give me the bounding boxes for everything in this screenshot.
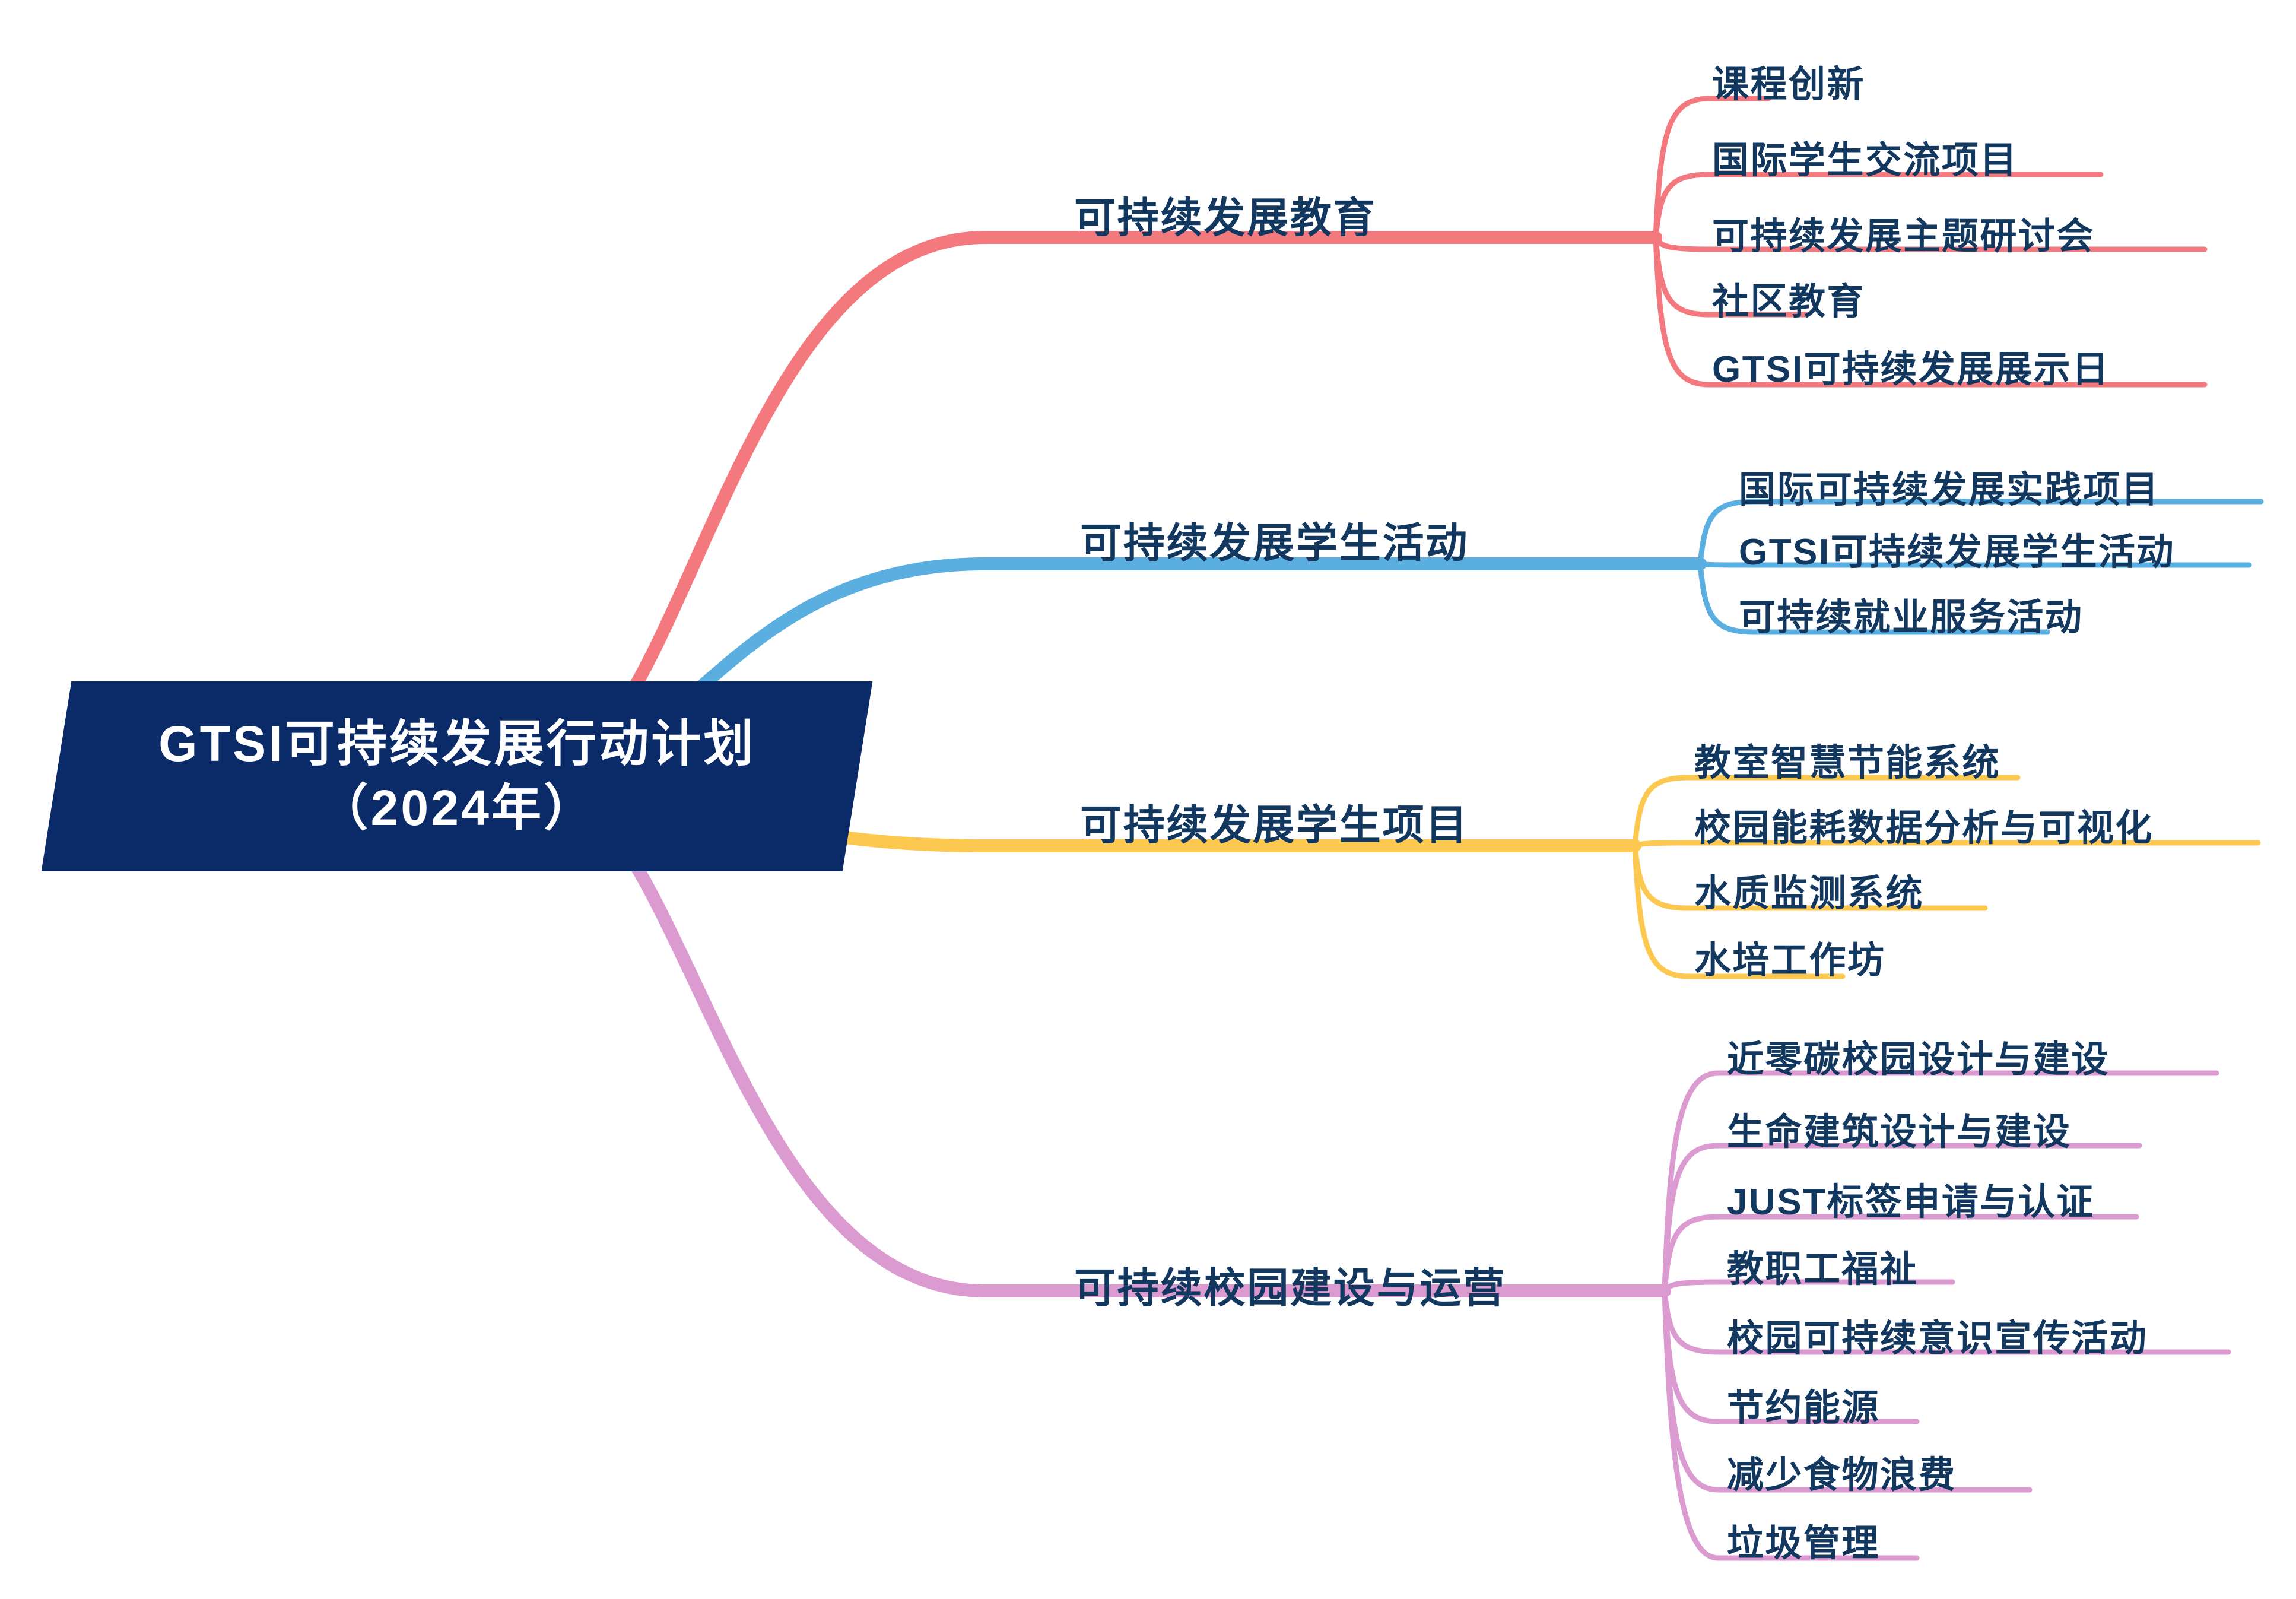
leaf-connector [1653, 96, 1771, 240]
leaf-node[interactable]: GTSI可持续发展展示日 [1712, 351, 2110, 388]
leaf-node[interactable]: 校园能耗数据分析与可视化 [1694, 810, 2154, 847]
leaf-connector [1697, 499, 2264, 567]
leaf-connector [1632, 775, 2021, 849]
leaf-node-label: 课程创新 [1712, 64, 1865, 105]
leaf-node[interactable]: 课程创新 [1712, 66, 1865, 103]
leaf-connector [1662, 1279, 1955, 1294]
leaf-node[interactable]: 水质监测系统 [1694, 875, 1924, 912]
leaf-node-label: GTSI可持续发展展示日 [1712, 349, 2110, 390]
leaf-node-label: 校园可持续意识宣传活动 [1727, 1318, 2148, 1359]
leaf-node[interactable]: 减少食物浪费 [1727, 1457, 1957, 1494]
leaf-node-label: 教职工福祉 [1727, 1249, 1919, 1290]
leaf-node[interactable]: 校园可持续意识宣传活动 [1727, 1321, 2148, 1357]
leaf-node[interactable]: 生命建筑设计与建设 [1727, 1114, 2071, 1151]
root-node[interactable]: GTSI可持续发展行动计划 （2024年） [41, 681, 873, 871]
leaf-node[interactable]: 教室智慧节能系统 [1694, 745, 2000, 782]
branch-node-label: 可持续发展学生项目 [1080, 802, 1469, 848]
leaf-node-label: 可持续就业服务活动 [1739, 597, 2084, 638]
leaf-node-label: 教室智慧节能系统 [1694, 743, 2000, 783]
leaf-node-label: 社区教育 [1712, 281, 1865, 322]
leaf-node-label: 近零碳校园设计与建设 [1727, 1039, 2110, 1080]
leaf-node[interactable]: 近零碳校园设计与建设 [1727, 1042, 2110, 1078]
branch-node-4[interactable]: 可持续校园建设与运营 [1074, 1267, 1506, 1309]
leaf-node-label: 可持续发展主题研讨会 [1712, 216, 2095, 257]
branch-node-3[interactable]: 可持续发展学生项目 [1080, 804, 1469, 846]
branch-node-1[interactable]: 可持续发展教育 [1074, 197, 1377, 239]
leaf-node[interactable]: 水培工作坊 [1694, 943, 1885, 979]
leaf-node-label: 国际可持续发展实践项目 [1739, 469, 2160, 510]
leaf-connector [1653, 234, 2208, 388]
leaf-connector [1662, 1143, 2142, 1294]
root-node-line2: （2024年） [317, 780, 596, 836]
leaf-node[interactable]: 国际可持续发展实践项目 [1739, 472, 2160, 509]
leaf-connector [1632, 843, 1846, 979]
leaf-node[interactable]: 教职工福祉 [1727, 1251, 1918, 1288]
leaf-node-label: 校园能耗数据分析与可视化 [1694, 808, 2154, 849]
leaf-node-label: GTSI可持续发展学生活动 [1739, 532, 2175, 573]
leaf-node[interactable]: 垃圾管理 [1727, 1525, 1880, 1562]
leaf-node-label: JUST标签申请与认证 [1727, 1182, 2095, 1223]
leaf-connector [1662, 1288, 1920, 1561]
leaf-node-label: 国际学生交流项目 [1712, 140, 2018, 181]
root-node-line1: GTSI可持续发展行动计划 [158, 716, 756, 772]
leaf-node-label: 节约能源 [1727, 1388, 1880, 1429]
leaf-connector [1697, 561, 2050, 635]
branch-node-label: 可持续校园建设与运营 [1074, 1265, 1506, 1311]
leaf-connector [1653, 172, 2104, 240]
leaf-node[interactable]: JUST标签申请与认证 [1727, 1184, 2095, 1221]
leaf-node[interactable]: 节约能源 [1727, 1390, 1880, 1427]
leaf-node[interactable]: 可持续发展主题研讨会 [1712, 218, 2095, 255]
leaf-node-label: 水培工作坊 [1694, 940, 1886, 981]
leaf-node-label: 垃圾管理 [1727, 1523, 1880, 1564]
leaf-node-label: 水质监测系统 [1694, 873, 1924, 914]
branch-node-label: 可持续发展学生活动 [1080, 520, 1469, 566]
leaf-connector [1662, 1214, 2139, 1294]
leaf-node[interactable]: 国际学生交流项目 [1712, 142, 2018, 179]
leaf-node-label: 减少食物浪费 [1727, 1455, 1957, 1496]
leaf-node-label: 生命建筑设计与建设 [1727, 1112, 2072, 1153]
leaf-node[interactable]: 可持续就业服务活动 [1739, 599, 2083, 636]
branch-node-label: 可持续发展教育 [1074, 195, 1377, 241]
leaf-node[interactable]: GTSI可持续发展学生活动 [1739, 534, 2175, 571]
root-node-label: GTSI可持续发展行动计划 （2024年） [158, 712, 756, 840]
branch-node-2[interactable]: 可持续发展学生活动 [1080, 522, 1469, 564]
leaf-node[interactable]: 社区教育 [1712, 284, 1865, 321]
